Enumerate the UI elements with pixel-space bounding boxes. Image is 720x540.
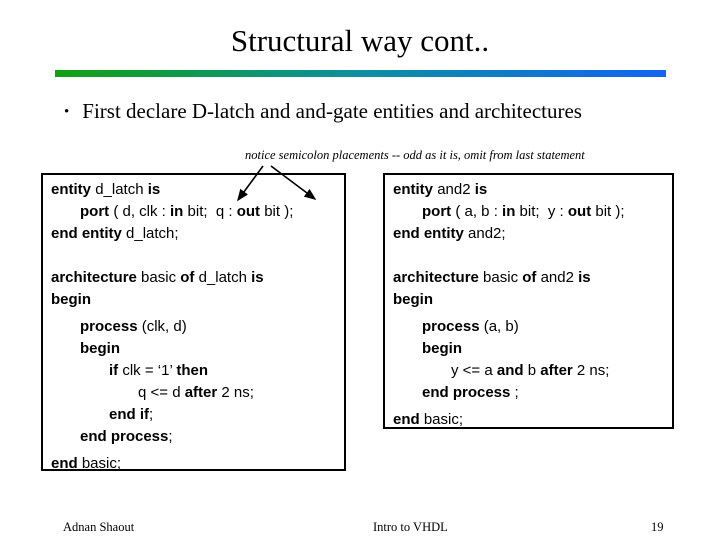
code-line: architecture basic of and2 is <box>393 267 664 289</box>
code-keyword: in <box>502 203 516 220</box>
code-text: clk = ‘1’ <box>122 362 177 379</box>
code-line: if clk = ‘1’ then <box>51 360 336 382</box>
code-keyword: architecture <box>51 269 142 286</box>
code-text: d_latch; <box>126 225 179 242</box>
code-line: end process; <box>51 426 336 448</box>
code-text: d_latch <box>198 269 252 286</box>
code-text: (clk, d) <box>137 318 187 335</box>
code-keyword: out <box>236 203 261 220</box>
code-blank-line <box>51 245 336 267</box>
code-line: end if; <box>51 404 336 426</box>
footer-page-number: 19 <box>651 520 664 534</box>
code-keyword: of <box>522 269 541 286</box>
code-line: end process ; <box>393 382 664 404</box>
code-keyword: end <box>393 411 424 428</box>
code-keyword: begin <box>422 340 462 357</box>
code-keyword: then <box>176 362 209 379</box>
code-keyword: begin <box>393 291 433 308</box>
code-keyword: begin <box>80 340 120 357</box>
code-keyword: if <box>109 362 123 379</box>
code-text: bit; y : <box>515 203 568 220</box>
footer-center-text: Intro to VHDL <box>373 520 448 534</box>
code-keyword: process <box>422 318 480 335</box>
code-text: basic <box>483 269 523 286</box>
code-text: y <= a <box>451 362 497 379</box>
code-keyword: end process <box>422 384 511 401</box>
code-keyword: is <box>147 181 161 198</box>
code-line: entity and2 is <box>393 179 664 201</box>
code-keyword: and <box>496 362 524 379</box>
code-keyword: in <box>170 203 184 220</box>
code-keyword: entity <box>51 181 96 198</box>
code-keyword: after <box>184 384 218 401</box>
code-text: ( a, b : <box>451 203 503 220</box>
bullet-item: • First declare D-latch and and-gate enti… <box>64 98 684 125</box>
code-line: entity d_latch is <box>51 179 336 201</box>
code-text: bit ); <box>260 203 294 220</box>
code-text: basic; <box>81 455 122 471</box>
code-line: architecture basic of d_latch is <box>51 267 336 289</box>
code-line: port ( a, b : in bit; y : out bit ); <box>393 201 664 223</box>
code-keyword: port <box>80 203 110 220</box>
code-keyword: end if <box>109 406 149 423</box>
code-text: 2 ns; <box>217 384 254 401</box>
code-text: basic <box>141 269 181 286</box>
code-keyword: end <box>51 455 82 471</box>
code-line: y <= a and b after 2 ns; <box>393 360 664 382</box>
code-keyword: after <box>540 362 573 379</box>
code-line: begin <box>393 338 664 360</box>
code-keyword: of <box>180 269 199 286</box>
code-line: q <= d after 2 ns; <box>51 382 336 404</box>
code-keyword: end entity <box>393 225 469 242</box>
code-keyword: begin <box>51 291 91 308</box>
code-text: and2 <box>540 269 579 286</box>
code-keyword: out <box>567 203 592 220</box>
code-line: begin <box>393 289 664 311</box>
code-text: d_latch <box>95 181 148 198</box>
code-line: port ( d, clk : in bit; q : out bit ); <box>51 201 336 223</box>
code-text: basic; <box>423 411 464 428</box>
code-text: ; <box>168 428 173 445</box>
bullet-marker: • <box>64 104 70 120</box>
code-line: end basic; <box>393 409 664 428</box>
code-text: ( d, clk : <box>109 203 171 220</box>
code-text: bit ); <box>591 203 625 220</box>
code-keyword: entity <box>393 181 438 198</box>
code-text: 2 ns; <box>572 362 610 379</box>
annotation-note: notice semicolon placements -- odd as it… <box>245 148 585 162</box>
code-blank-line <box>393 245 664 267</box>
code-line: begin <box>51 289 336 311</box>
title-accent-bar <box>55 70 666 77</box>
code-keyword: is <box>474 181 488 198</box>
code-keyword: is <box>251 269 264 286</box>
code-text: b <box>523 362 541 379</box>
code-text: (a, b) <box>479 318 519 335</box>
code-text: and2 <box>437 181 475 198</box>
code-text: ; <box>149 406 154 423</box>
code-keyword: architecture <box>393 269 484 286</box>
code-text: and2; <box>468 225 506 242</box>
code-keyword: end entity <box>51 225 127 242</box>
code-line: begin <box>51 338 336 360</box>
code-line: end basic; <box>51 453 336 471</box>
code-keyword: end process <box>80 428 169 445</box>
code-line: process (clk, d) <box>51 316 336 338</box>
code-keyword: port <box>422 203 452 220</box>
code-text: bit; q : <box>183 203 237 220</box>
bullet-text: First declare D-latch and and-gate entit… <box>82 99 582 123</box>
footer-author: Adnan Shaout <box>63 520 135 534</box>
code-text: q <= d <box>138 384 185 401</box>
code-keyword: process <box>80 318 138 335</box>
code-keyword: is <box>578 269 591 286</box>
code-line: process (a, b) <box>393 316 664 338</box>
code-line: end entity d_latch; <box>51 223 336 245</box>
code-text: ; <box>510 384 519 401</box>
slide-title: Structural way cont.. <box>230 23 490 58</box>
code-line: end entity and2; <box>393 223 664 245</box>
